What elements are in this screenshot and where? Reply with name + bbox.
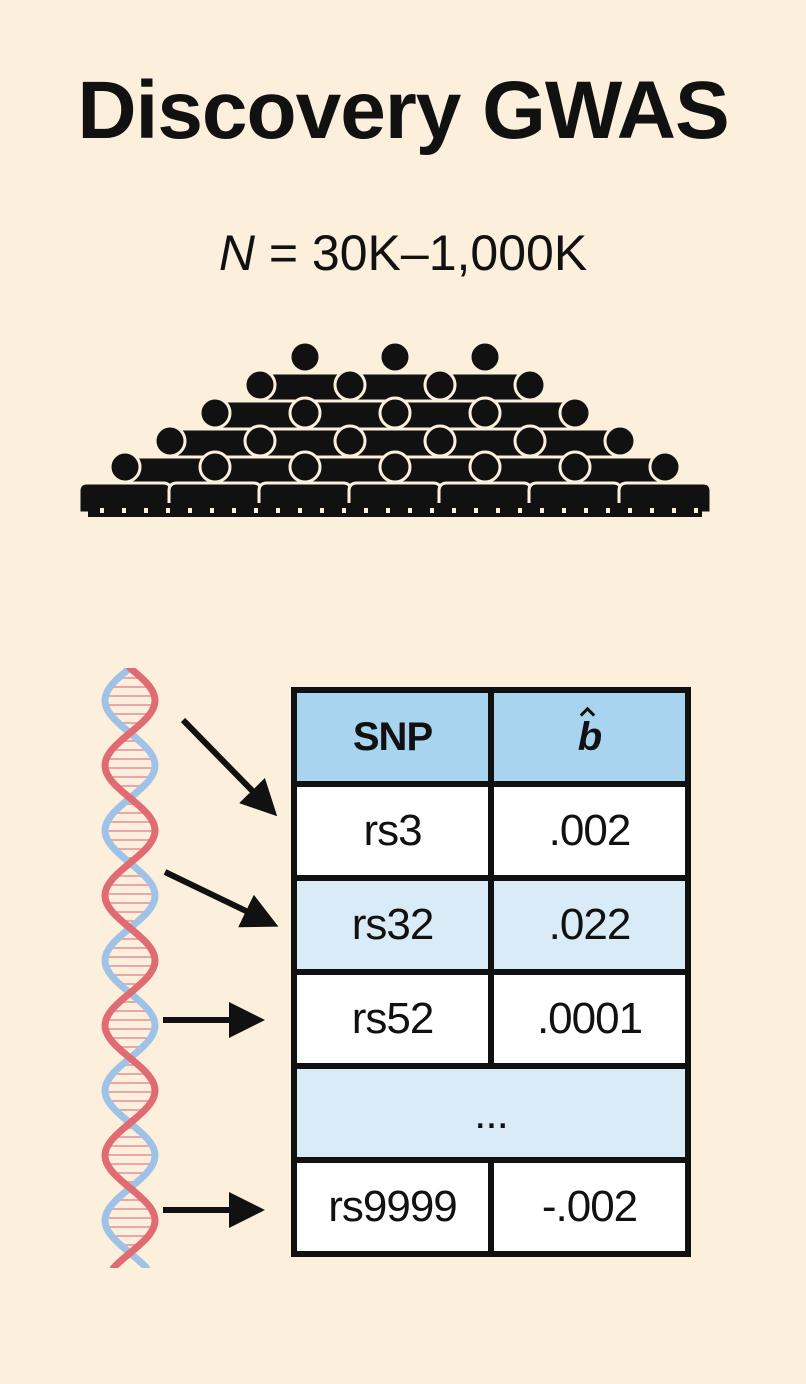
snp-effect-table: SNP b rs3 .002 rs32 .022 rs52 .0001 ... … xyxy=(291,687,691,1257)
table-cell-b: .0001 xyxy=(494,975,685,1063)
table-cell-b: .022 xyxy=(494,881,685,969)
sample-size-label: N = 30K–1,000K xyxy=(0,228,806,278)
table-header-snp: SNP xyxy=(297,693,488,781)
person-icon xyxy=(302,424,398,489)
table-cell-b: .002 xyxy=(494,787,685,875)
person-icon xyxy=(347,340,443,405)
table-ellipsis-row: ... xyxy=(297,1069,685,1157)
arrows-group xyxy=(163,717,279,1228)
page-title: Discovery GWAS xyxy=(77,65,729,156)
person-icon xyxy=(212,368,308,433)
table-cell-snp: rs3 xyxy=(297,787,488,875)
person-icon xyxy=(167,396,263,461)
person-icon xyxy=(212,424,308,489)
sample-size-variable: N xyxy=(218,225,255,281)
sample-size-range: = 30K–1,000K xyxy=(254,225,588,281)
right-arrow-icon xyxy=(163,869,279,928)
right-arrow-icon xyxy=(180,717,278,817)
table-cell-b: -.002 xyxy=(494,1163,685,1251)
person-icon xyxy=(437,396,533,461)
crowd-of-people-icon xyxy=(80,340,710,517)
table-cell-snp: rs52 xyxy=(297,975,488,1063)
table-header-b-hat: b xyxy=(494,693,685,781)
dna-double-helix-icon xyxy=(101,668,159,1268)
table-cell-snp: rs9999 xyxy=(297,1163,488,1251)
table-cell-snp: rs32 xyxy=(297,881,488,969)
